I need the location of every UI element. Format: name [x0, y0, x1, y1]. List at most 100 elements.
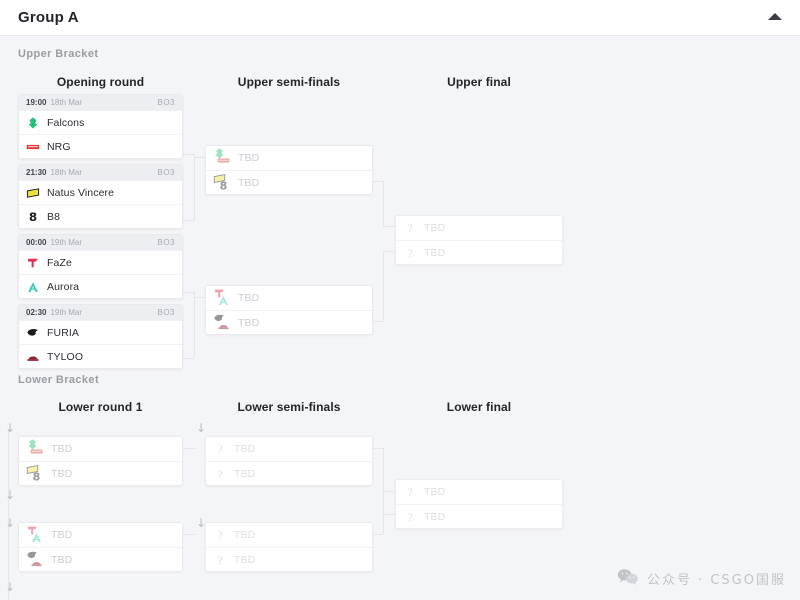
connector [383, 251, 395, 252]
match-card[interactable]: ? TBD ? TBD [395, 479, 563, 529]
furia-logo [26, 326, 40, 340]
match-card[interactable]: 02:30 19th Mar BO3 FURIA TYLOO [18, 304, 183, 369]
page-title: Group A [18, 9, 79, 26]
match-format: BO3 [157, 238, 175, 247]
team-row[interactable]: FURIA [19, 320, 182, 344]
question-icon: ? [407, 509, 413, 524]
tyloo-logo [217, 319, 230, 332]
match-card[interactable]: ? TBD ? TBD [395, 215, 563, 265]
svg-text:8: 8 [29, 210, 37, 224]
connector [183, 292, 194, 293]
b8-logo: 8 [217, 179, 230, 192]
connector [383, 448, 384, 491]
match-time: 00:00 [26, 238, 47, 247]
faze-logo [26, 256, 40, 270]
logo-stack-navi-b8: 8 [213, 173, 231, 192]
match-meta: 19:00 18th Mar BO3 [19, 95, 182, 110]
team-row[interactable]: 8 B8 [19, 204, 182, 228]
team-name: Aurora [47, 280, 80, 293]
chevron-up-icon[interactable] [768, 13, 782, 20]
connector [194, 297, 205, 298]
team-row[interactable]: Natus Vincere [19, 180, 182, 204]
team-name: TBD [424, 222, 446, 234]
team-row[interactable]: FaZe [19, 250, 182, 274]
team-name: Falcons [47, 116, 85, 129]
question-icon: ? [407, 221, 413, 235]
team-row[interactable]: ? TBD [396, 480, 562, 504]
team-row[interactable]: TYLOO [19, 344, 182, 368]
round-title-upper-final: Upper final [447, 75, 511, 89]
connector [194, 157, 205, 158]
team-row[interactable]: TBD [19, 523, 182, 547]
team-row[interactable]: 8 TBD [206, 170, 372, 194]
question-icon: ? [407, 245, 413, 260]
falcons-logo [26, 116, 40, 130]
connector [183, 448, 195, 449]
drop-arrow-icon: ↓ [5, 421, 16, 435]
group-header[interactable]: Group A [0, 0, 800, 36]
navi-logo [26, 463, 39, 476]
team-row[interactable]: NRG [19, 134, 182, 158]
team-row[interactable]: ? TBD [396, 240, 562, 264]
logo-stack-furia-tyloo [26, 551, 44, 569]
team-row[interactable]: ? TBD [206, 523, 372, 547]
logo-stack-faze-aurora [26, 526, 44, 544]
team-row[interactable]: TBD [19, 547, 182, 571]
team-row[interactable]: 8 TBD [19, 461, 182, 485]
team-row[interactable]: ? TBD [206, 437, 372, 461]
connector [371, 448, 383, 449]
team-name: TBD [51, 553, 73, 566]
team-row[interactable]: TBD [206, 310, 372, 334]
match-card[interactable]: TBD 8 TBD [205, 145, 373, 195]
match-date: 18th Mar [50, 98, 83, 107]
match-card[interactable]: TBD TBD [205, 285, 373, 335]
team-name: B8 [47, 210, 61, 223]
match-card[interactable]: TBD TBD [18, 522, 183, 572]
match-card[interactable]: ? TBD ? TBD [205, 522, 373, 572]
connector [183, 534, 195, 535]
team-row[interactable]: ? TBD [206, 547, 372, 571]
team-name: TBD [234, 553, 256, 566]
team-row[interactable]: TBD [206, 286, 372, 310]
drop-arrow-icon: ↓ [5, 516, 16, 530]
team-name: Natus Vincere [47, 186, 115, 199]
match-format: BO3 [157, 308, 175, 317]
question-icon: ? [217, 442, 223, 456]
connector [383, 491, 384, 534]
team-row[interactable]: TBD [206, 146, 372, 170]
match-card[interactable]: 19:00 18th Mar BO3 Falcons NRG [18, 94, 183, 159]
team-row[interactable]: ? TBD [396, 216, 562, 240]
team-name: TBD [238, 316, 260, 329]
match-card[interactable]: 21:30 18th Mar BO3 Natus Vincere 8 B8 [18, 164, 183, 229]
team-row[interactable]: ? TBD [396, 504, 562, 528]
team-name: TBD [424, 246, 446, 259]
match-card[interactable]: TBD 8 TBD [18, 436, 183, 486]
tyloo-logo [30, 556, 43, 569]
round-title-lower-r1: Lower round 1 [58, 400, 143, 414]
question-icon: ? [217, 466, 223, 481]
upper-bracket-label: Upper Bracket [18, 48, 99, 60]
match-date: 19th Mar [50, 238, 83, 247]
falcons-logo [213, 147, 226, 160]
match-card[interactable]: 00:00 19th Mar BO3 FaZe Aurora [18, 234, 183, 299]
team-row[interactable]: TBD [19, 437, 182, 461]
team-name: TBD [424, 486, 446, 498]
faze-logo [26, 524, 39, 537]
team-row[interactable]: Aurora [19, 274, 182, 298]
watermark: 公众号 · CSGO国服 [617, 568, 786, 588]
team-name: TBD [238, 152, 260, 164]
team-row[interactable]: ? TBD [206, 461, 372, 485]
connector [183, 220, 194, 221]
round-title-lower-final: Lower final [446, 400, 512, 414]
svg-text:8: 8 [220, 179, 228, 192]
connector [371, 321, 383, 322]
match-card[interactable]: ? TBD ? TBD [205, 436, 373, 486]
bracket-body: Upper Bracket Lower Bracket Opening roun… [0, 36, 800, 600]
nrg-logo [30, 445, 43, 458]
drop-arrow-icon: ↓ [5, 580, 16, 594]
team-row[interactable]: Falcons [19, 110, 182, 134]
team-name: TBD [51, 467, 73, 480]
round-title-lower-semis: Lower semi-finals [237, 400, 341, 414]
b8-logo: 8 [26, 210, 40, 224]
connector [194, 154, 195, 187]
